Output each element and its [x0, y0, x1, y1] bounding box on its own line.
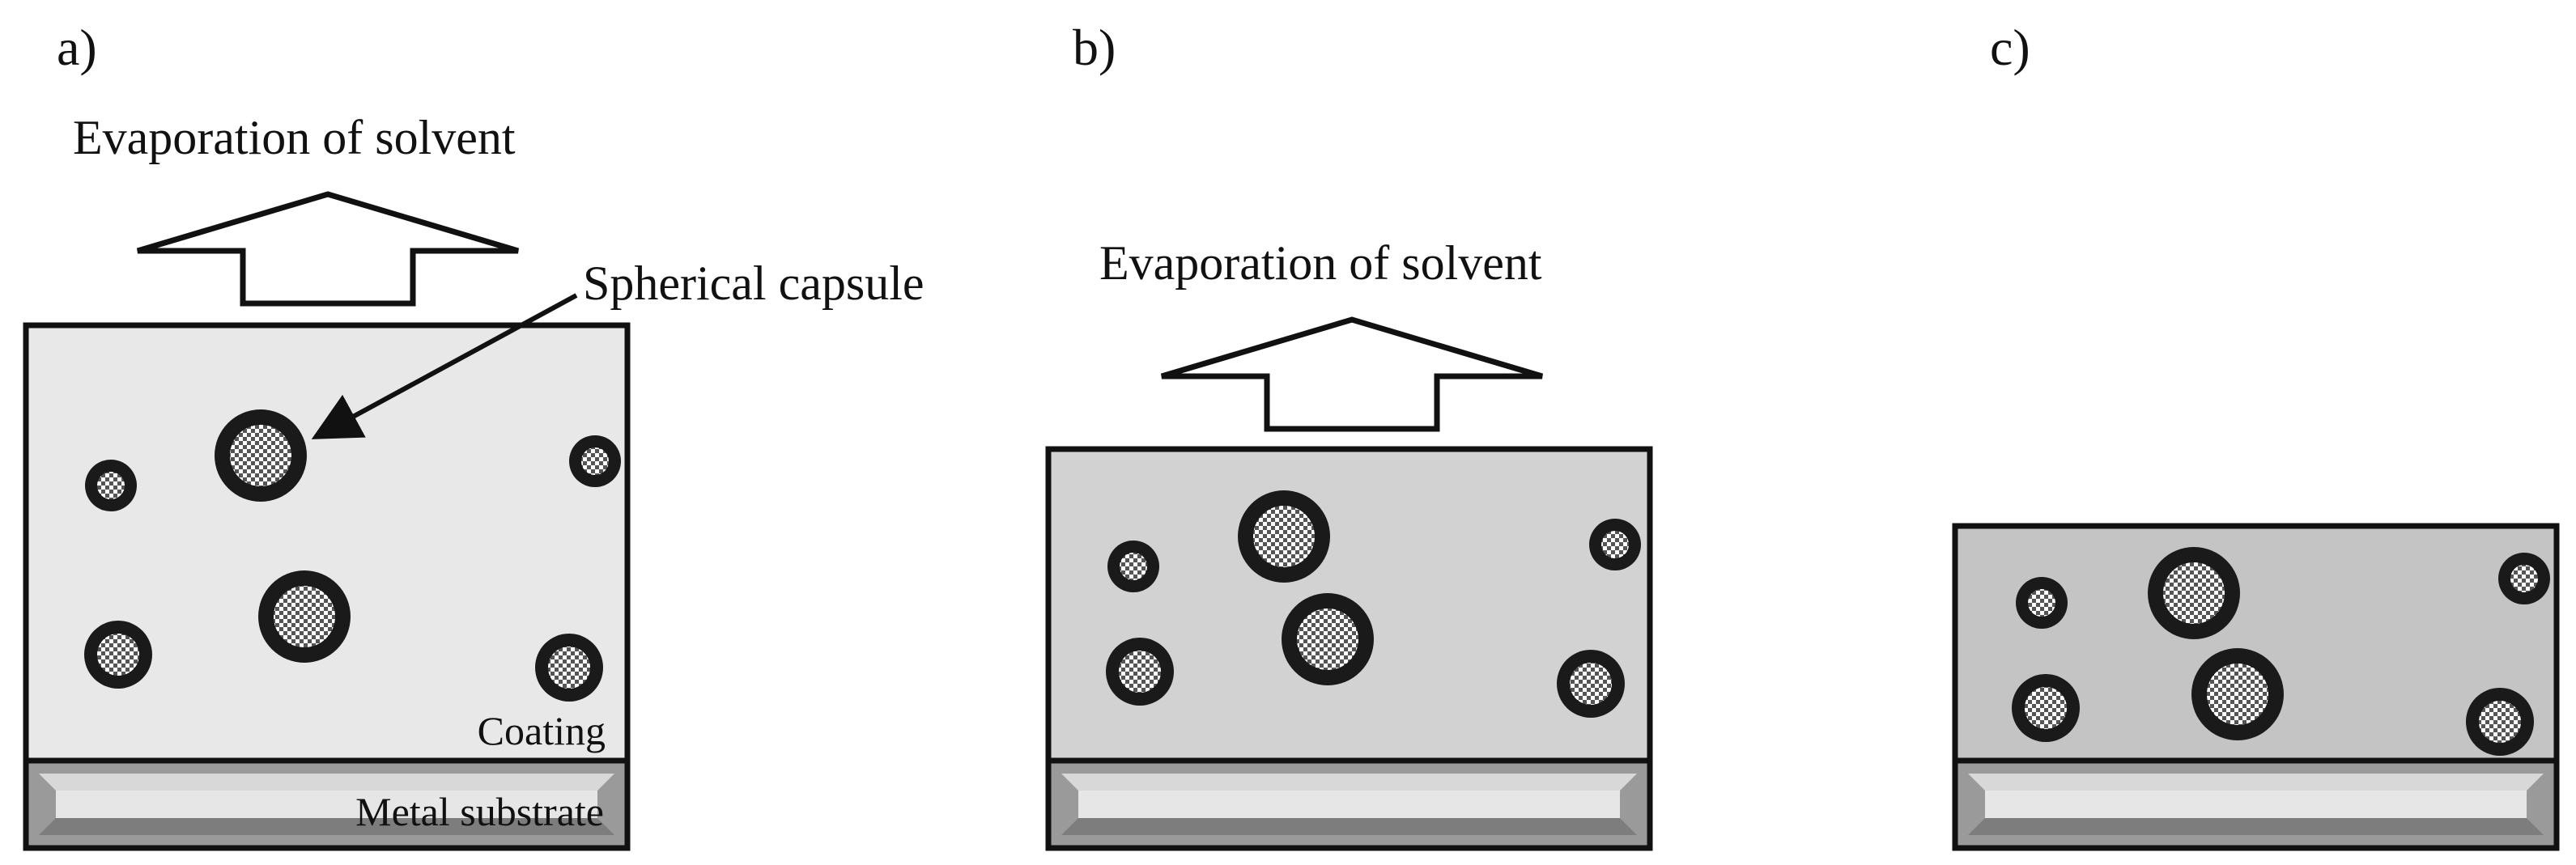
capsule	[1106, 638, 1174, 706]
panel-c: c)	[1952, 19, 2560, 851]
spherical-capsule-label: Spherical capsule	[583, 257, 925, 310]
capsule	[569, 435, 621, 487]
panel-a-coating-layer	[23, 322, 631, 764]
panel-b-evaporation-label: Evaporation of solvent	[1099, 236, 1542, 290]
capsule	[215, 409, 307, 502]
capsule	[84, 621, 152, 689]
capsule	[2148, 547, 2240, 639]
panel-a-evaporation-arrow	[137, 191, 519, 307]
capsule	[2498, 553, 2550, 604]
capsule	[2016, 577, 2068, 629]
panel-b-evaporation-arrow	[1161, 316, 1543, 432]
panel-a-metal-substrate	[23, 757, 631, 851]
capsule-callout-arrow	[311, 293, 578, 439]
capsule	[535, 634, 603, 702]
panel-c-capsules	[2012, 547, 2550, 756]
panel-c-metal-substrate	[1952, 757, 2560, 851]
panel-a-label: a)	[57, 19, 97, 76]
capsule	[1107, 541, 1159, 592]
capsule	[2466, 688, 2534, 756]
panel-b-label: b)	[1073, 19, 1116, 76]
capsule	[2191, 648, 2284, 740]
panel-b: b) Evaporation of solvent	[1045, 19, 1653, 851]
capsule	[1282, 593, 1374, 685]
panel-a: a) Evaporation of solvent Coating Metal …	[23, 19, 925, 851]
panel-b-capsules	[1106, 490, 1641, 718]
capsule	[85, 460, 137, 511]
coating-label: Coating	[478, 708, 606, 753]
metal-substrate-label: Metal substrate	[355, 789, 604, 834]
panel-b-metal-substrate	[1045, 757, 1653, 851]
capsule	[2012, 674, 2080, 742]
panel-a-evaporation-label: Evaporation of solvent	[73, 111, 516, 164]
capsule	[1238, 490, 1330, 583]
capsule	[1557, 650, 1625, 718]
panel-c-label: c)	[1990, 19, 2030, 76]
capsule	[1589, 519, 1641, 570]
panel-a-capsules	[84, 409, 621, 702]
capsule	[258, 570, 351, 663]
